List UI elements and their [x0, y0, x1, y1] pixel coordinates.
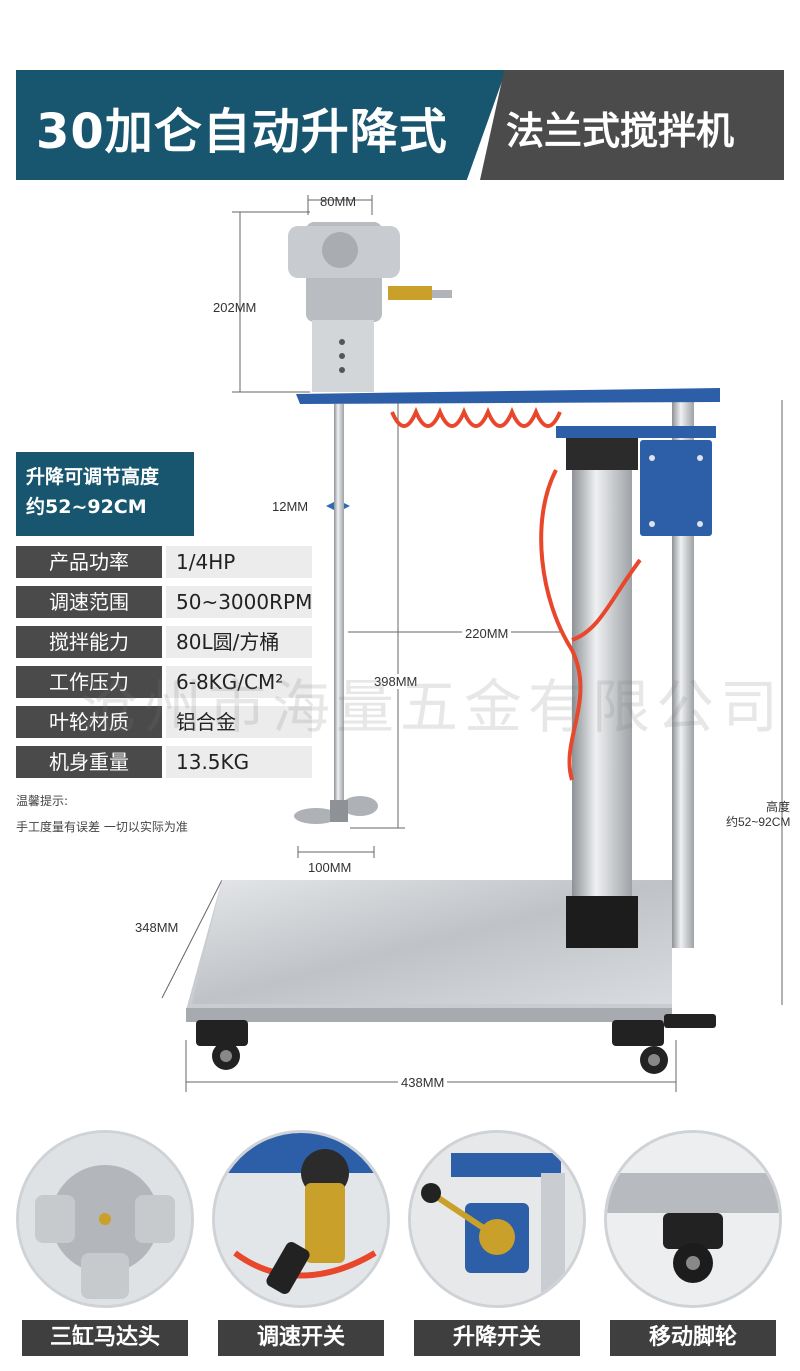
dim-motor-width: 80MM — [320, 194, 357, 209]
caster-wheel-icon — [604, 1130, 782, 1308]
banner-title-right: 法兰式搅拌机 — [506, 109, 735, 153]
feature-label: 升降开关 — [414, 1320, 580, 1356]
spec-value: 80L圆/方桶 — [166, 626, 312, 658]
spec-row-speed: 调速范围 50~3000RPM — [16, 586, 312, 618]
height-adjust-box: 升降可调节高度 约52~92CM — [16, 452, 194, 536]
mixer-illustration — [161, 195, 783, 1092]
note-text: 手工度量有误差 一切以实际为准 — [16, 820, 188, 834]
height-adjust-range: 约52~92CM — [26, 496, 147, 518]
feature-lift-switch: 升降开关 — [408, 1130, 586, 1360]
banner-left-panel — [16, 70, 506, 180]
feature-label: 移动脚轮 — [610, 1320, 776, 1356]
dim-shaft-length: 398MM — [372, 674, 420, 689]
dim-impeller-width: 100MM — [308, 860, 352, 875]
note-title: 温馨提示: — [16, 794, 69, 808]
spec-label: 搅拌能力 — [16, 626, 162, 658]
feature-motor-head: 三缸马达头 — [16, 1130, 194, 1360]
dim-base-depth: 348MM — [135, 920, 179, 935]
lift-switch-icon — [408, 1130, 586, 1308]
spec-value: 13.5KG — [166, 746, 312, 778]
motor-head-icon — [16, 1130, 194, 1308]
speed-switch-icon — [212, 1130, 390, 1308]
spec-label: 调速范围 — [16, 586, 162, 618]
banner-title-left: 30加仑自动升降式 — [36, 104, 448, 160]
dim-base-width: 438MM — [398, 1075, 448, 1090]
spec-row-power: 产品功率 1/4HP — [16, 546, 312, 578]
spec-row-weight: 机身重量 13.5KG — [16, 746, 312, 778]
feature-caster-wheel: 移动脚轮 — [604, 1130, 782, 1360]
spec-label: 工作压力 — [16, 666, 162, 698]
dim-arm-length: 220MM — [462, 626, 512, 641]
feature-speed-switch: 调速开关 — [212, 1130, 390, 1360]
feature-label: 调速开关 — [218, 1320, 384, 1356]
spec-value: 1/4HP — [166, 546, 312, 578]
spec-label: 产品功率 — [16, 546, 162, 578]
dim-height-label: 高度 — [766, 800, 791, 814]
spec-label: 叶轮材质 — [16, 706, 162, 738]
dim-height-range: 约52~92CM — [726, 815, 791, 829]
spec-row-impeller-material: 叶轮材质 铝合金 — [16, 706, 312, 738]
spec-row-capacity: 搅拌能力 80L圆/方桶 — [16, 626, 312, 658]
height-adjust-title: 升降可调节高度 — [26, 466, 160, 488]
spec-row-pressure: 工作压力 6-8KG/CM² — [16, 666, 312, 698]
spec-label: 机身重量 — [16, 746, 162, 778]
header-banner: 30加仑自动升降式 法兰式搅拌机 — [16, 70, 784, 180]
watermark: 沧州市海量五金有限公司 — [80, 673, 785, 741]
dim-shaft-diameter: 12MM — [272, 499, 309, 514]
dim-motor-height: 202MM — [213, 300, 257, 315]
spec-value: 铝合金 — [166, 706, 312, 738]
spec-value: 6-8KG/CM² — [166, 666, 312, 698]
feature-label: 三缸马达头 — [22, 1320, 188, 1356]
banner-right-panel — [480, 70, 784, 180]
spec-value: 50~3000RPM — [166, 586, 312, 618]
